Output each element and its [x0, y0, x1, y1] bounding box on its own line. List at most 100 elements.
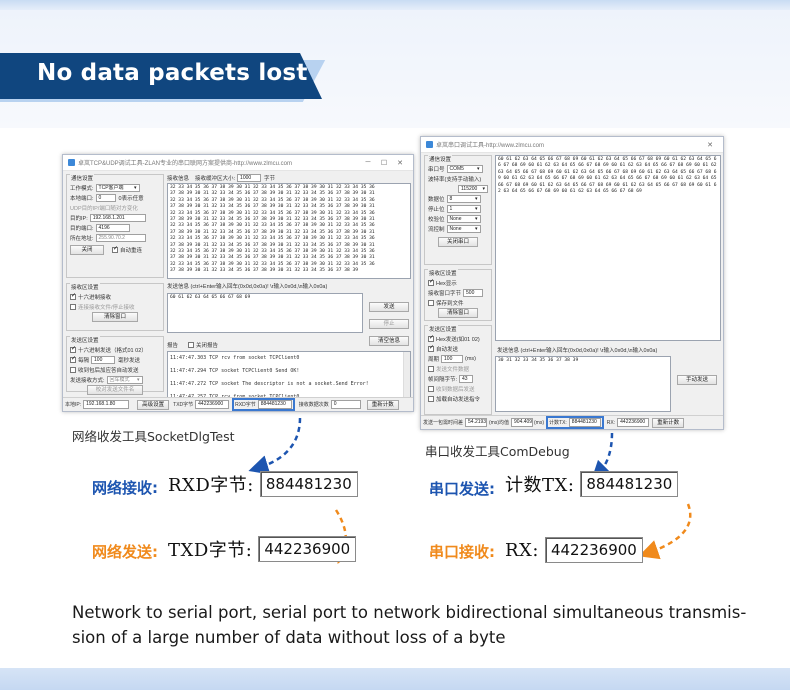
serial-send-label: 串口发送:: [429, 480, 495, 498]
txd-zoom: TXD字节: 442236900: [168, 536, 357, 562]
speed-value: 54.2193: [465, 418, 488, 427]
recv-window-input[interactable]: 500: [463, 289, 484, 297]
advanced-settings-button[interactable]: 高级设置: [137, 399, 170, 410]
frame-gap-label: 帧间隔字节:: [428, 377, 458, 383]
send-header: 发送信息 (ctrl+Enter输入回车(0x0d,0x0a)! \r输入0x0…: [167, 284, 328, 290]
serial-send-area[interactable]: 30 31 32 33 34 35 36 37 38 39: [495, 356, 671, 412]
local-port-input[interactable]: 0: [95, 194, 116, 202]
avg-value: 904.409: [511, 418, 534, 427]
reset-count-button[interactable]: 重新计数: [652, 417, 685, 428]
log-scrollbar[interactable]: [403, 352, 410, 402]
mode-select[interactable]: TCP客户端: [95, 184, 140, 192]
hex-recv-label: 十六进制接收: [78, 295, 112, 301]
socket-send-area[interactable]: 60 61 62 63 64 65 66 67 68 69: [167, 293, 363, 333]
recv-hex-line: 32 33 34 35 36 37 38 39 30 31 32 33 34 3…: [170, 261, 375, 267]
send-file-button[interactable]: 校对发送文件名: [87, 385, 143, 395]
maximize-icon[interactable]: ☐: [380, 159, 388, 167]
dest-ip-input[interactable]: 192.168.1.201: [89, 214, 146, 222]
send-button[interactable]: 发送: [369, 302, 409, 312]
manual-send-button[interactable]: 手动发送: [677, 375, 717, 385]
hex-show-label: Hex显示: [436, 281, 457, 287]
auto-reply-checkbox[interactable]: [70, 367, 76, 373]
serial-tool-caption: 串口收发工具ComDebug: [425, 444, 570, 459]
flow-select[interactable]: None: [446, 225, 481, 233]
dest-port-input[interactable]: 4196: [95, 224, 130, 232]
rx-arrow: [248, 417, 302, 475]
app-icon: [68, 159, 75, 166]
serial-recv-text: 60 61 62 63 64 65 66 67 68 69 60 61 62 6…: [498, 157, 717, 195]
clear-recv-button[interactable]: 清除窗口: [92, 312, 138, 322]
log-header: 报告 关闭报告: [167, 341, 218, 349]
send-file-label: 发送文件数据: [436, 367, 470, 373]
stop-button[interactable]: 停止: [369, 319, 409, 329]
recv-hex-line: 37 38 39 30 31 32 33 34 35 36 37 38 39 3…: [170, 242, 375, 248]
hex-send-checkbox[interactable]: [428, 334, 434, 342]
stop-bits-label: 停止位: [428, 207, 445, 213]
close-icon[interactable]: ✕: [707, 141, 713, 149]
tx-count-highlight: 计数TX: 884481230: [546, 416, 604, 429]
recv-label: 接收信息: [167, 175, 190, 182]
send-text: 60 61 62 63 64 65 66 67 68 69: [170, 295, 251, 300]
log-area[interactable]: 11:47:47.303 TCP rcv from socket TCPClie…: [167, 351, 411, 403]
loop-input[interactable]: 100: [91, 356, 116, 364]
port-select[interactable]: COM5: [446, 165, 483, 173]
header-banner: [0, 53, 322, 99]
recv-file-checkbox[interactable]: [70, 304, 76, 310]
recv-reply-checkbox[interactable]: [428, 386, 434, 392]
mode-label: 工作模式:: [70, 186, 94, 192]
minimize-icon[interactable]: ─: [365, 159, 371, 166]
recv-window-label: 接收窗口字节: [428, 291, 462, 297]
data-bits-label: 数据位: [428, 197, 445, 203]
recv-hex-line: 32 33 34 35 36 37 38 39 30 31 32 33 34 3…: [170, 185, 375, 190]
serial-recv-area[interactable]: 60 61 62 63 64 65 66 67 68 69 60 61 62 6…: [495, 155, 721, 341]
rxd-zoom-label: RXD字节:: [168, 475, 254, 496]
frame-gap-input[interactable]: 43: [459, 375, 474, 383]
clear-send-button[interactable]: 清空信息: [369, 336, 409, 346]
tx-count-value: 884481230: [568, 418, 601, 427]
hex-recv-checkbox[interactable]: [70, 292, 76, 300]
data-bits-select[interactable]: 8: [446, 195, 481, 203]
reset-count-button[interactable]: 重新计数: [366, 399, 399, 410]
clear-window-button[interactable]: 清除窗口: [438, 308, 478, 318]
close-icon[interactable]: ✕: [397, 159, 403, 167]
save-file-checkbox[interactable]: [428, 300, 434, 306]
buf-size-input[interactable]: 1000: [237, 173, 262, 182]
hex-send-checkbox[interactable]: [70, 345, 76, 353]
close-report-checkbox[interactable]: [188, 342, 195, 348]
socket-recv-area[interactable]: 32 33 34 35 36 37 38 39 30 31 32 33 34 3…: [167, 183, 411, 279]
interval-label: 周期: [428, 357, 440, 363]
close-connection-button[interactable]: 关闭: [70, 245, 104, 255]
parity-label: 校验位: [428, 217, 445, 223]
auto-reconnect-checkbox[interactable]: [112, 245, 118, 253]
add-command-checkbox[interactable]: [428, 396, 434, 402]
buf-unit: 字节: [264, 175, 276, 182]
parity-select[interactable]: None: [446, 215, 481, 223]
send-mode-select[interactable]: 回车模式: [106, 376, 143, 384]
auto-send-checkbox[interactable]: [428, 344, 434, 352]
baud-select[interactable]: 115200: [458, 185, 488, 193]
stop-bits-select[interactable]: 1: [446, 205, 481, 213]
interval-unit: (ms): [465, 356, 477, 362]
auto-send-label: 自动发送: [436, 347, 459, 353]
net-send-label: 网络发送:: [92, 543, 158, 561]
rx-count-label: RX:: [606, 419, 616, 426]
rx-count-value: 442236900: [617, 418, 650, 427]
hex-send-label: 十六进制发送（格式01 02）: [78, 348, 147, 354]
auto-reply-label: 收到包后加应答自动发送: [78, 368, 139, 374]
tx-bytes-label: TXD字节: [173, 402, 194, 408]
speed-label: 发送一包需时间差: [423, 420, 464, 426]
bottom-decor-band: [0, 668, 790, 690]
group-title: 通信设置: [428, 155, 453, 163]
serial-tool-window: 卓岚串口调试工具-http://www.zlmcu.com ✕ 通信设置 串口号…: [420, 136, 724, 430]
close-port-button[interactable]: 关闭串口: [438, 237, 478, 247]
recv-hex-line: 37 38 39 30 31 32 33 34 35 36 37 38 39 3…: [170, 229, 375, 235]
subnet-input[interactable]: 255.90.70.2: [95, 234, 146, 242]
interval-input[interactable]: 100: [441, 355, 464, 363]
recv-hex-line: 32 33 34 35 36 37 38 39 30 31 32 33 34 3…: [170, 210, 375, 216]
group-title: 接收区设置: [70, 283, 100, 291]
loop-send-checkbox[interactable]: [70, 355, 76, 363]
hex-show-checkbox[interactable]: [428, 278, 434, 286]
send-file-checkbox[interactable]: [428, 366, 434, 372]
